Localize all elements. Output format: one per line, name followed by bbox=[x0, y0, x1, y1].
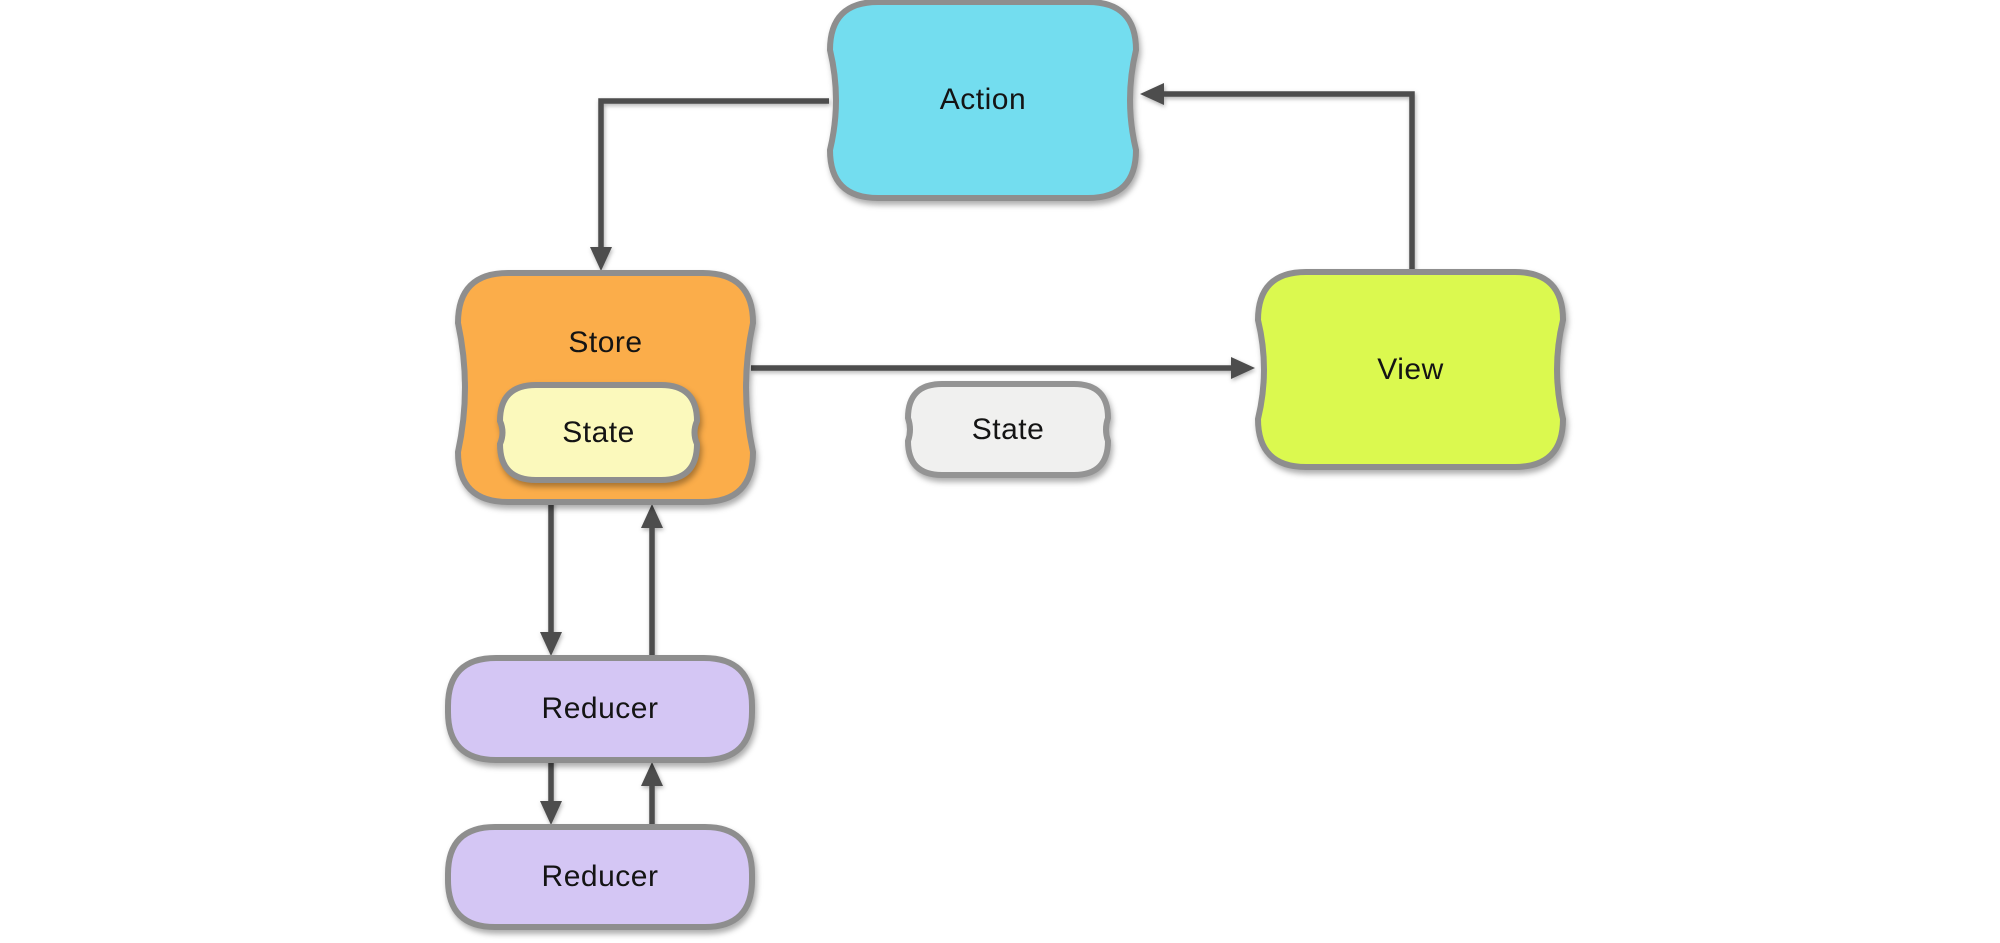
edge-reducer-to-store bbox=[641, 504, 663, 660]
node-state-shape bbox=[904, 381, 1112, 478]
node-reducer-bottom: Reducer bbox=[445, 824, 755, 930]
node-state: State bbox=[904, 381, 1112, 478]
node-reducer-top-label: Reducer bbox=[541, 692, 659, 725]
arrowhead-down-icon bbox=[540, 801, 562, 825]
edge-action-to-store-line bbox=[598, 98, 829, 249]
edge-reducer-top-to-bottom bbox=[540, 758, 562, 825]
node-view-label: View bbox=[1377, 352, 1444, 386]
edge-view-to-action bbox=[1140, 83, 1415, 274]
arrowhead-down-icon bbox=[590, 247, 612, 271]
arrowhead-up-icon bbox=[641, 504, 663, 528]
edge-reducer-bottom-to-top bbox=[641, 762, 663, 829]
node-action: Action bbox=[826, 0, 1140, 201]
node-store-state: State bbox=[496, 382, 701, 483]
arrowhead-down-icon bbox=[540, 632, 562, 656]
node-action-label: Action bbox=[939, 83, 1027, 116]
arrowhead-up-icon bbox=[641, 762, 663, 786]
node-view: View bbox=[1254, 269, 1567, 470]
arrowhead-left-icon bbox=[1140, 83, 1164, 105]
node-reducer-bottom-label: Reducer bbox=[541, 860, 659, 893]
node-state-label: State bbox=[971, 412, 1045, 446]
edge-view-to-action-line bbox=[1162, 91, 1415, 274]
node-reducer-top-shape bbox=[445, 655, 755, 763]
node-store-label: Store bbox=[568, 326, 643, 359]
edge-action-to-store bbox=[590, 98, 829, 271]
node-action-shape bbox=[826, 0, 1140, 201]
node-store-state-label: State bbox=[562, 415, 635, 449]
arrowhead-right-icon bbox=[1231, 357, 1255, 379]
node-reducer-top: Reducer bbox=[445, 655, 755, 763]
node-store-state-shape bbox=[496, 382, 701, 483]
node-reducer-bottom-shape bbox=[445, 824, 755, 930]
edge-store-to-view bbox=[751, 357, 1255, 379]
node-store: Store State bbox=[454, 270, 757, 505]
edge-store-to-reducer bbox=[540, 500, 562, 656]
node-view-shape bbox=[1254, 269, 1567, 470]
